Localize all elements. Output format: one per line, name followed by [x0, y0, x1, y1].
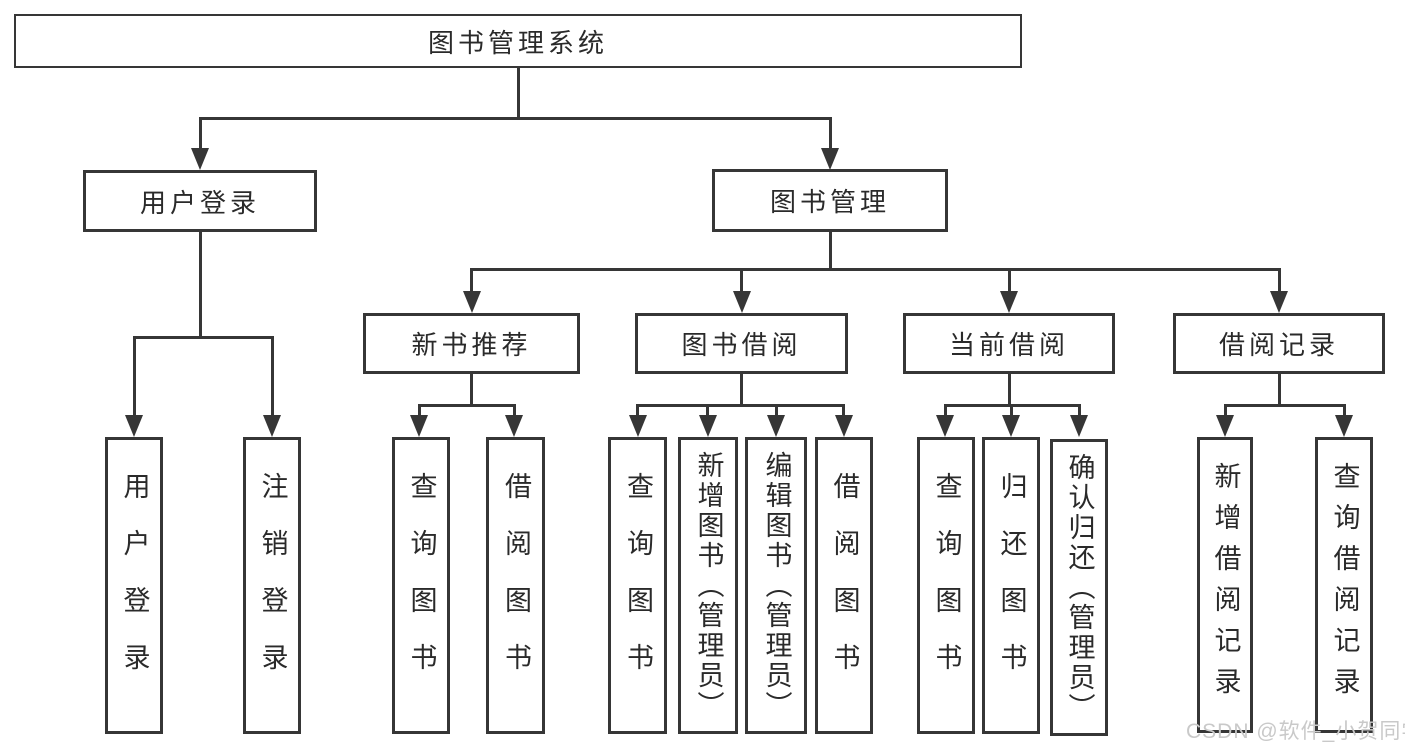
arrow-stem-nb-borrow: [512, 404, 516, 418]
arrow-stem-book-borrow: [740, 268, 743, 294]
leaf-br-query-record: 查询借阅记录: [1315, 437, 1373, 733]
leaf-label: 确认归还（管理员）: [1064, 452, 1095, 723]
leaf-bb-query-books: 查询图书: [608, 437, 667, 734]
arrow-head-leaf-logout: [263, 415, 281, 437]
leaf-label: 新增图书（管理员）: [693, 450, 724, 721]
arrow-stem-current-borrow: [1007, 268, 1011, 294]
arrow-stem-book-management: [828, 117, 832, 150]
node-book-borrow: 图书借阅: [635, 313, 848, 374]
node-label: 用户登录: [139, 187, 260, 218]
arrow-head-current-borrow: [1000, 291, 1018, 313]
connector-bookborrow-stem: [740, 374, 743, 405]
leaf-br-add-record: 新增借阅记录: [1197, 437, 1253, 733]
node-user-login: 用户登录: [83, 170, 317, 232]
leaf-bb-edit-books-admin: 编辑图书（管理员）: [745, 437, 807, 734]
connector-bookborrow-rail: [636, 404, 845, 407]
connector-currentborrow-stem: [1007, 374, 1011, 405]
csdn-watermark: CSDN @软件_小贺同学: [1186, 720, 1405, 743]
arrow-stem-user-login: [198, 117, 202, 150]
node-new-book-recommend: 新书推荐: [363, 313, 580, 374]
arrow-head-bb-add: [698, 415, 717, 437]
connector-user-stem: [198, 232, 202, 336]
node-label: 图书管理系统: [427, 27, 608, 58]
arrow-head-bb-borrow: [834, 415, 853, 437]
leaf-nb-borrow-books: 借阅图书: [486, 437, 545, 734]
arrow-stem-cb-return: [1009, 404, 1013, 418]
arrow-stem-bb-edit: [774, 404, 778, 418]
arrow-head-bb-query: [628, 415, 647, 437]
node-label: 当前借阅: [948, 330, 1069, 360]
arrow-head-book-borrow: [732, 291, 751, 313]
arrow-head-leaf-user-login: [125, 415, 143, 437]
arrow-head-cb-return: [1002, 415, 1020, 437]
leaf-label: 注销登录: [257, 471, 288, 700]
leaf-logout: 注销登录: [243, 437, 301, 734]
arrow-head-nb-borrow: [505, 415, 523, 437]
leaf-label: 用户登录: [119, 471, 150, 700]
arrow-head-bb-edit: [767, 415, 785, 437]
arrow-head-new-book: [462, 291, 481, 313]
leaf-label: 查询图书: [623, 471, 653, 700]
node-label: 图书借阅: [681, 330, 802, 360]
arrow-head-br-query: [1335, 415, 1353, 437]
leaf-bb-borrow-books: 借阅图书: [815, 437, 873, 734]
leaf-label: 借阅图书: [501, 471, 531, 700]
leaf-label: 编辑图书（管理员）: [761, 450, 792, 721]
leaf-cb-confirm-return-admin: 确认归还（管理员）: [1050, 439, 1108, 736]
connector-root-stem: [516, 68, 520, 117]
leaf-label: 借阅图书: [829, 471, 860, 700]
connector-records-rail: [1223, 404, 1346, 407]
arrow-head-borrow-records: [1270, 291, 1288, 313]
leaf-label: 查询图书: [406, 471, 437, 700]
node-label: 新书推荐: [411, 330, 532, 360]
arrow-head-book-management: [821, 148, 839, 170]
leaf-label: 新增借阅记录: [1210, 462, 1241, 708]
connector-book-stem: [828, 232, 832, 268]
node-library-management-system: 图书管理系统: [14, 14, 1022, 68]
leaf-nb-query-books: 查询图书: [392, 437, 450, 734]
arrow-stem-nb-query: [417, 404, 421, 418]
leaf-label: 查询借阅记录: [1329, 462, 1360, 708]
node-label: 图书管理: [769, 187, 890, 217]
arrow-head-cb-confirm: [1070, 415, 1088, 437]
leaf-label: 归还图书: [996, 471, 1027, 700]
connector-newbook-stem: [470, 374, 473, 405]
node-book-management: 图书管理: [712, 169, 948, 232]
connector-records-stem: [1277, 374, 1281, 405]
connector-user-rail: [132, 336, 274, 339]
node-current-borrow: 当前借阅: [903, 313, 1115, 374]
leaf-cb-query-books: 查询图书: [917, 437, 975, 734]
connector-newbook-rail: [417, 404, 516, 407]
arrow-stem-new-book: [470, 268, 473, 294]
node-label: 借阅记录: [1218, 330, 1339, 360]
arrow-stem-leaf-logout: [270, 336, 274, 417]
leaf-bb-add-books-admin: 新增图书（管理员）: [678, 437, 738, 734]
leaf-label: 查询图书: [931, 471, 962, 700]
arrow-stem-cb-query: [943, 404, 947, 418]
arrow-stem-cb-confirm: [1077, 404, 1081, 418]
arrow-stem-br-query: [1342, 404, 1346, 418]
arrow-head-br-add: [1216, 415, 1234, 437]
arrow-stem-leaf-user-login: [132, 336, 136, 417]
node-borrow-records: 借阅记录: [1173, 313, 1385, 374]
leaf-user-login: 用户登录: [105, 437, 163, 734]
arrow-stem-bb-borrow: [842, 404, 845, 418]
arrow-stem-borrow-records: [1277, 268, 1281, 294]
connector-book-rail: [470, 268, 1281, 271]
arrow-stem-br-add: [1223, 404, 1227, 418]
arrow-stem-bb-add: [706, 404, 709, 418]
arrow-head-nb-query: [410, 415, 428, 437]
arrow-stem-bb-query: [636, 404, 639, 418]
arrow-head-cb-query: [936, 415, 954, 437]
connector-level1-rail: [198, 117, 832, 120]
arrow-head-user-login: [191, 148, 209, 170]
leaf-cb-return-books: 归还图书: [982, 437, 1040, 734]
